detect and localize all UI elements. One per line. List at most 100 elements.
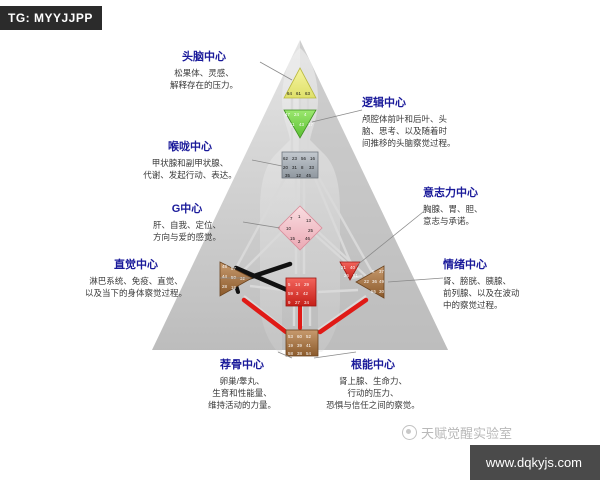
- svg-text:55: 55: [371, 289, 376, 294]
- center-root: 53 60 52 19 39 41 58 38 54: [285, 329, 319, 357]
- svg-text:23: 23: [292, 156, 297, 161]
- svg-text:63: 63: [305, 91, 310, 96]
- body-silhouette: [260, 48, 340, 352]
- svg-text:42: 42: [303, 291, 308, 296]
- center-head: 64 61 63: [283, 67, 317, 99]
- url-badge: www.dqkyjs.com: [469, 445, 600, 480]
- label-logic-center: 逻辑中心 颅腔体前叶和后叶、头 脑、思考、以及随着时 间推移的头脑察觉过程。: [362, 96, 484, 149]
- label-g-center-body: 肝、自我、定位、 方向与爱的感觉。: [152, 219, 221, 242]
- svg-text:49: 49: [379, 279, 384, 284]
- svg-text:53: 53: [288, 334, 293, 339]
- svg-text:35: 35: [285, 173, 290, 178]
- label-logic-center-body: 颅腔体前叶和后叶、头 脑、思考、以及随着时 间推移的头脑察觉过程。: [362, 113, 456, 148]
- svg-text:54: 54: [306, 351, 311, 356]
- svg-text:39: 39: [297, 343, 302, 348]
- leader-lines: [220, 61, 444, 359]
- watermark-text: 天赋觉醒实验室: [420, 426, 512, 441]
- label-intuition-center: 直觉中心 淋巴系统、免疫、直觉、 以及当下的身体察觉过程。: [60, 258, 212, 299]
- svg-text:28: 28: [222, 284, 227, 289]
- telegram-badge: TG: MYYJJPP: [0, 6, 102, 30]
- svg-text:29: 29: [304, 282, 309, 287]
- svg-text:50: 50: [231, 275, 236, 280]
- center-heart-will: 21 40 26 51: [339, 261, 361, 281]
- svg-text:61: 61: [296, 91, 301, 96]
- label-will-center-body: 胸腺、胃、胆、 意志与承诺。: [423, 203, 483, 226]
- svg-text:14: 14: [295, 282, 300, 287]
- svg-text:5: 5: [288, 282, 291, 287]
- svg-text:62: 62: [283, 156, 288, 161]
- svg-text:9: 9: [288, 300, 291, 305]
- svg-text:51: 51: [353, 273, 358, 278]
- label-will-center-title: 意志力中心: [423, 187, 478, 199]
- svg-text:33: 33: [309, 165, 314, 170]
- svg-text:37: 37: [379, 269, 384, 274]
- svg-text:15: 15: [290, 236, 295, 241]
- label-logic-center-title: 逻辑中心: [362, 97, 406, 109]
- svg-text:17: 17: [308, 122, 313, 127]
- watermark: 天赋觉醒实验室: [401, 423, 512, 442]
- svg-text:1: 1: [298, 214, 301, 219]
- label-emotion-center-title: 情绪中心: [443, 259, 487, 271]
- center-throat: 62 23 56 16 20 31 8 33 35 12 45: [281, 151, 319, 179]
- svg-text:46: 46: [305, 236, 310, 241]
- center-sacral: 5 14 29 59 3 42 9 27 34: [285, 277, 317, 307]
- svg-text:44: 44: [222, 274, 227, 279]
- label-sacral-center-body: 卵巢/睾丸、 生育和性能量、 维持活动的力量。: [207, 375, 276, 410]
- svg-text:56: 56: [301, 156, 306, 161]
- center-g: 7 1 13 10 25 15 2 46: [277, 205, 323, 251]
- svg-text:26: 26: [344, 273, 349, 278]
- label-intuition-center-title: 直觉中心: [114, 259, 158, 271]
- label-sacral-center-title: 荐骨中心: [220, 359, 264, 371]
- svg-text:10: 10: [286, 226, 291, 231]
- svg-text:43: 43: [299, 122, 304, 127]
- svg-text:48: 48: [222, 264, 227, 269]
- svg-text:18: 18: [231, 285, 236, 290]
- svg-text:8: 8: [301, 165, 304, 170]
- svg-text:64: 64: [287, 91, 292, 96]
- svg-text:45: 45: [306, 173, 311, 178]
- svg-text:13: 13: [306, 218, 311, 223]
- svg-text:25: 25: [308, 228, 313, 233]
- svg-text:58: 58: [288, 351, 293, 356]
- svg-text:32: 32: [240, 276, 245, 281]
- svg-text:7: 7: [290, 216, 293, 221]
- label-intuition-center-body: 淋巴系统、免疫、直觉、 以及当下的身体察觉过程。: [84, 275, 187, 298]
- label-emotion-center: 情绪中心 肾、膀胱、胰腺、 前列腺、以及在波动 中的察觉过程。: [443, 258, 563, 311]
- svg-text:27: 27: [295, 300, 300, 305]
- label-throat-center: 喉咙中心 甲状腺和副甲状腺、 代谢、发起行动、表达。: [128, 140, 252, 181]
- svg-text:47: 47: [285, 112, 290, 117]
- label-root-center-title: 根能中心: [351, 359, 395, 371]
- svg-text:30: 30: [379, 289, 384, 294]
- svg-text:34: 34: [304, 300, 309, 305]
- svg-text:38: 38: [297, 351, 302, 356]
- label-g-center: G中心 肝、自我、定位、 方向与爱的感觉。: [128, 202, 246, 243]
- svg-text:6: 6: [372, 269, 375, 274]
- label-root-center: 根能中心 肾上腺、生命力、 行动的压力、 恐惧与信任之间的察觉。: [308, 358, 438, 411]
- watermark-logo-icon: [401, 425, 417, 440]
- label-head-center-body: 松果体、灵感、 解释存在的压力。: [169, 67, 238, 90]
- svg-text:21: 21: [341, 265, 346, 270]
- svg-text:2: 2: [298, 239, 301, 244]
- svg-text:36: 36: [372, 279, 377, 284]
- svg-text:40: 40: [350, 265, 355, 270]
- label-will-center: 意志力中心 胸腺、胃、胆、 意志与承诺。: [423, 186, 533, 227]
- svg-text:4: 4: [304, 112, 307, 117]
- svg-text:20: 20: [283, 165, 288, 170]
- svg-text:19: 19: [288, 343, 293, 348]
- label-throat-center-title: 喉咙中心: [168, 141, 212, 153]
- svg-text:31: 31: [292, 165, 297, 170]
- label-head-center-title: 头脑中心: [182, 51, 226, 63]
- svg-text:12: 12: [296, 173, 301, 178]
- svg-text:41: 41: [306, 343, 311, 348]
- svg-text:11: 11: [290, 122, 295, 127]
- label-throat-center-body: 甲状腺和副甲状腺、 代谢、发起行动、表达。: [143, 157, 237, 180]
- label-sacral-center: 荐骨中心 卵巢/睾丸、 生育和性能量、 维持活动的力量。: [186, 358, 298, 411]
- center-spleen: 48 57 44 50 32 28 18: [219, 261, 253, 297]
- center-solar-plexus: 6 37 22 36 49 55 30: [355, 265, 384, 299]
- label-head-center: 头脑中心 松果体、灵感、 解释存在的压力。: [152, 50, 256, 91]
- label-g-center-title: G中心: [171, 203, 203, 215]
- label-root-center-body: 肾上腺、生命力、 行动的压力、 恐惧与信任之间的察觉。: [326, 375, 420, 410]
- svg-text:22: 22: [364, 279, 369, 284]
